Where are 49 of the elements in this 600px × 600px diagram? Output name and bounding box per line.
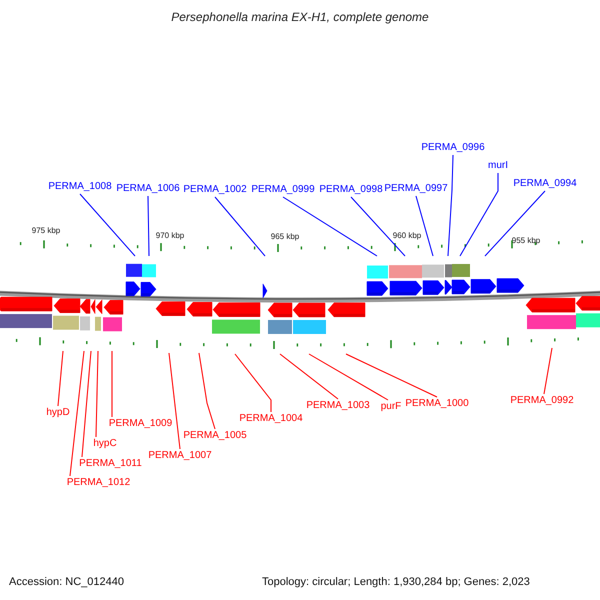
gene-label: PERMA_1012 xyxy=(66,476,130,490)
tick-label: 960 kbp xyxy=(392,230,422,242)
leader-line xyxy=(96,350,98,438)
genome-summary-text: Topology: circular; Length: 1,930,284 bp; Genes: 2,023 xyxy=(262,575,530,589)
gene-label: PERMA_0994 xyxy=(513,177,577,191)
leader-line xyxy=(544,348,552,394)
gene-label: PERMA_1000 xyxy=(405,397,469,411)
gene-label: PERMA_1005 xyxy=(183,429,247,443)
gene-label: PERMA_0997 xyxy=(384,182,448,196)
gene-label: PERMA_1006 xyxy=(116,182,180,196)
tick-label: 955 kbp xyxy=(512,235,540,247)
leader-line xyxy=(198,352,216,430)
leader-line xyxy=(234,354,272,412)
gene-label: PERMA_0996 xyxy=(421,141,485,155)
tick-label: 965 kbp xyxy=(270,231,300,243)
leader-line xyxy=(484,190,546,256)
leader-line xyxy=(58,350,64,406)
leader-line xyxy=(416,196,434,256)
leader-line xyxy=(82,350,92,458)
leader-line xyxy=(280,354,338,400)
gene-label: murI xyxy=(488,159,508,173)
gene-label: PERMA_1002 xyxy=(183,183,247,197)
gene-label: PERMA_1008 xyxy=(48,180,112,194)
gene-label: PERMA_1004 xyxy=(239,412,303,426)
gene-label: PERMA_1011 xyxy=(79,457,142,471)
gene-label: PERMA_0998 xyxy=(319,183,383,197)
gene-label: PERMA_0992 xyxy=(510,394,574,408)
leader-line xyxy=(448,154,454,256)
gene-label: PERMA_1007 xyxy=(148,449,212,463)
gene-label: PERMA_0999 xyxy=(251,183,315,197)
gene-label: purF xyxy=(380,400,402,414)
gene-label: PERMA_1003 xyxy=(306,399,370,413)
gene-label: hypD xyxy=(46,406,70,420)
leader-line xyxy=(148,196,150,256)
leader-line xyxy=(282,196,378,256)
title: Persephonella marina EX-H1, complete genome xyxy=(171,10,429,24)
leader-line xyxy=(308,354,388,400)
leader-line xyxy=(70,350,84,476)
leader-line xyxy=(460,172,498,256)
accession-text: Accession: NC_012440 xyxy=(9,575,124,589)
tick-label: 975 kbp xyxy=(32,225,60,237)
leader-line xyxy=(214,196,266,256)
leader-line xyxy=(350,196,406,256)
gene-label: hypC xyxy=(93,437,117,451)
leader-line xyxy=(168,352,180,450)
tick-label: 970 kbp xyxy=(156,230,184,242)
gene-label: PERMA_1009 xyxy=(108,417,172,431)
leader-line xyxy=(346,354,438,398)
leader-line xyxy=(80,194,136,256)
